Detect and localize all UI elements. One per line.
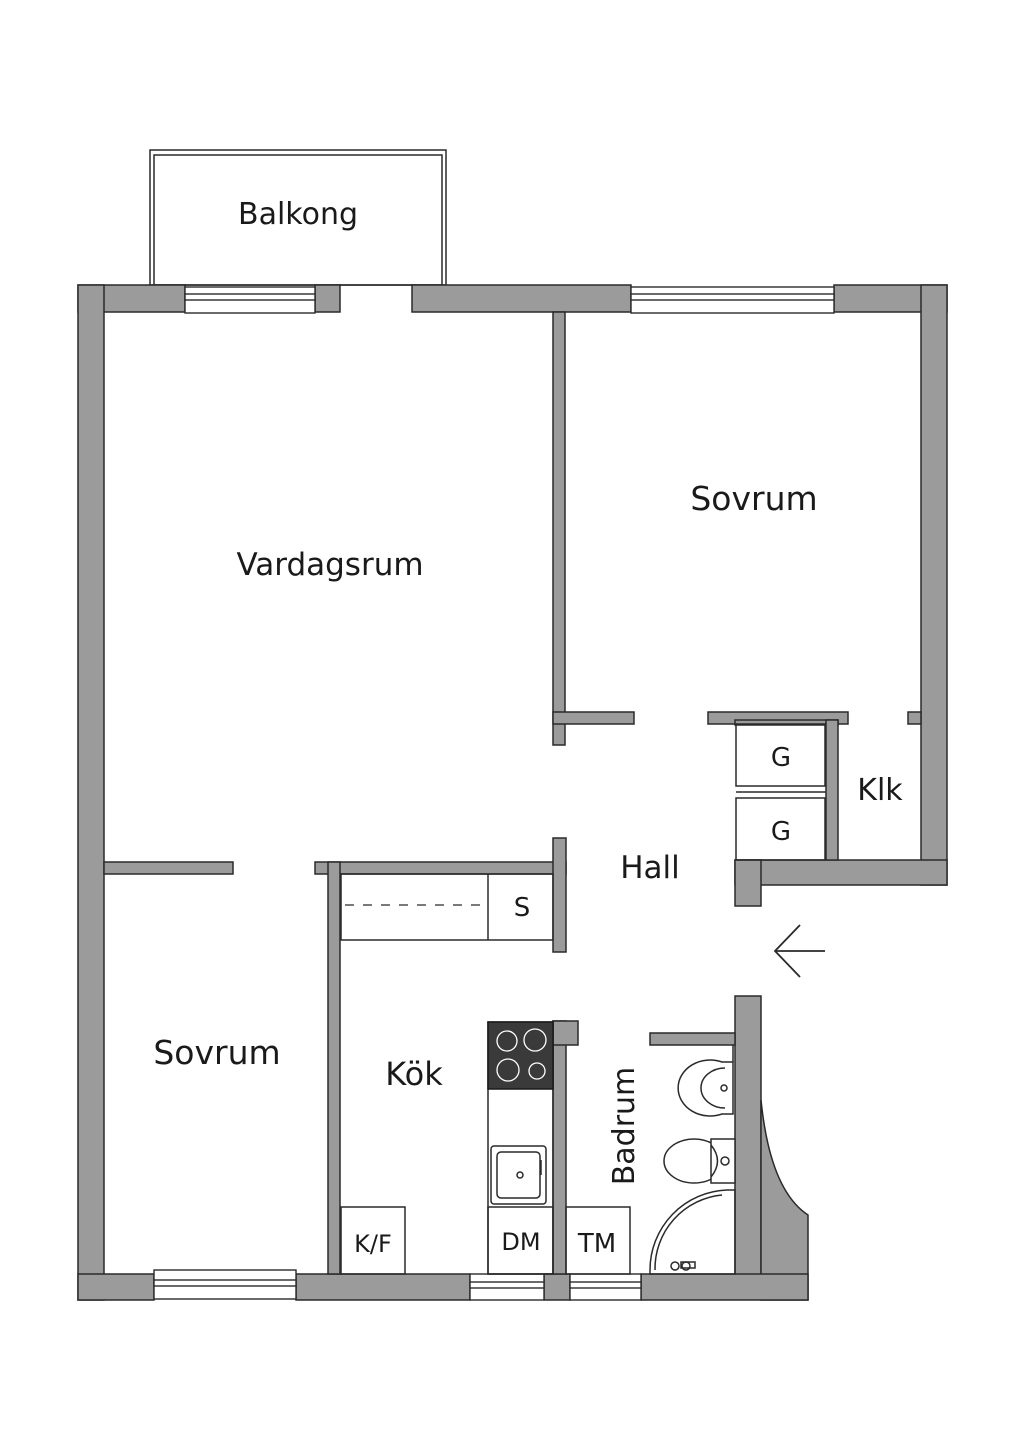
outer-walls (77, 284, 948, 1301)
entrance-arrow-icon (773, 924, 825, 978)
fixture-label-garderob-1: G (771, 743, 791, 773)
room-label-sovrum-upper: Sovrum (690, 479, 817, 518)
kitchen-sink-icon (490, 1145, 547, 1205)
wash-basin-icon (677, 1045, 734, 1117)
balcony (149, 149, 447, 286)
shower-icon (649, 1189, 736, 1275)
storage-unit (340, 873, 554, 941)
fixture-label-storage: S (514, 893, 531, 923)
room-label-vardagsrum: Vardagsrum (236, 547, 423, 583)
interior-walls (103, 311, 922, 1275)
room-label-hall: Hall (620, 850, 680, 886)
washing-machine-box (565, 1206, 631, 1275)
fixture-label-garderob-2: G (771, 817, 791, 847)
fixture-label-dishwasher: DM (501, 1228, 540, 1256)
toilet-icon (663, 1138, 736, 1184)
room-label-kok: Kök (385, 1055, 443, 1093)
wardrobes (735, 723, 826, 861)
fixture-label-washing-machine: TM (577, 1229, 616, 1259)
fixture-label-fridge-freezer: K/F (354, 1230, 392, 1258)
room-label-balkong: Balkong (238, 197, 358, 232)
windows (153, 286, 835, 1301)
room-label-sovrum-lower: Sovrum (153, 1033, 280, 1072)
room-label-klk: Klk (857, 773, 903, 808)
stove-icon (487, 1021, 554, 1090)
room-label-badrum: Badrum (607, 1067, 642, 1186)
